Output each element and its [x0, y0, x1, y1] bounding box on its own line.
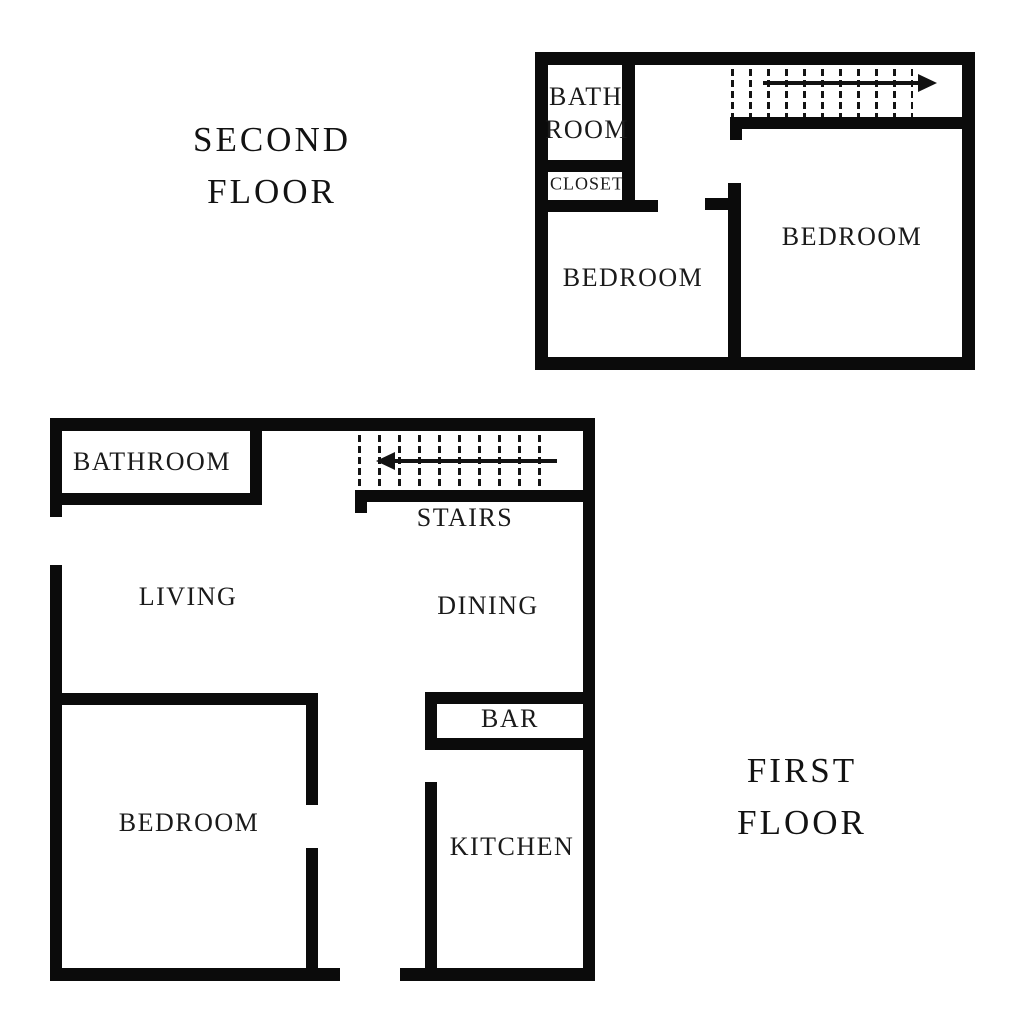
wall-1f-bathroom-right: [250, 430, 262, 505]
wall-2f-bottom: [535, 357, 975, 370]
first-floor-title-line-1: FIRST: [746, 751, 858, 790]
room-label-bathroom-2f-line1: BATH: [549, 82, 623, 111]
wall-1f-bedroom-right-lower: [306, 848, 318, 981]
wall-1f-top: [50, 418, 595, 431]
room-label-bedroom-2f-right: BEDROOM: [781, 222, 923, 251]
wall-1f-stairs-stub: [355, 502, 367, 513]
wall-2f-bedroom-divider: [728, 183, 741, 370]
room-label-dining: DINING: [437, 591, 539, 620]
wall-1f-bedroom-right-upper: [306, 693, 318, 805]
wall-2f-left: [535, 52, 548, 370]
room-label-closet: CLOSET: [549, 173, 625, 194]
arrow-line: [763, 81, 919, 85]
room-label-bedroom-2f-left: BEDROOM: [562, 263, 704, 292]
wall-1f-bar-left: [425, 692, 437, 750]
room-label-bathroom-1f: BATHROOM: [73, 447, 231, 476]
stairs-treads-2f: [731, 65, 913, 117]
wall-1f-bottom-left: [50, 968, 340, 981]
arrow-head: [376, 452, 395, 470]
room-label-bathroom-2f-line2: ROOM: [544, 115, 630, 144]
second-floor-title-line-1: SECOND: [192, 120, 352, 159]
wall-1f-kitchen-left: [425, 782, 437, 981]
wall-2f-bathroom-right: [622, 65, 635, 212]
wall-2f-stairs-bottom: [730, 117, 975, 129]
first-floor-title-line-2: FLOOR: [737, 803, 867, 842]
room-label-bar: BAR: [481, 704, 539, 733]
wall-1f-bar-bottom: [425, 738, 595, 750]
wall-1f-left-upper: [50, 418, 62, 517]
second-floor-title-line-2: FLOOR: [207, 172, 337, 211]
room-label-bedroom-1f: BEDROOM: [118, 808, 260, 837]
wall-1f-bathroom-bottom: [50, 493, 262, 505]
arrow-line: [394, 459, 557, 463]
room-label-stairs: STAIRS: [416, 503, 514, 532]
wall-1f-bedroom-top: [50, 693, 318, 705]
wall-1f-left-lower: [50, 565, 62, 981]
wall-2f-stairs-stub: [730, 129, 742, 140]
room-label-kitchen: KITCHEN: [449, 832, 575, 861]
wall-2f-right: [962, 52, 975, 370]
wall-1f-bottom-right: [400, 968, 595, 981]
wall-2f-bathroom-bottom: [548, 160, 622, 172]
arrow-head: [918, 74, 937, 92]
wall-2f-bedroom-door-stub: [705, 198, 728, 210]
wall-1f-stairs-bottom: [355, 490, 595, 502]
wall-2f-closet-bottom: [548, 200, 658, 212]
wall-2f-top: [535, 52, 975, 65]
wall-1f-bar-top: [425, 692, 595, 704]
room-label-living: LIVING: [138, 582, 238, 611]
